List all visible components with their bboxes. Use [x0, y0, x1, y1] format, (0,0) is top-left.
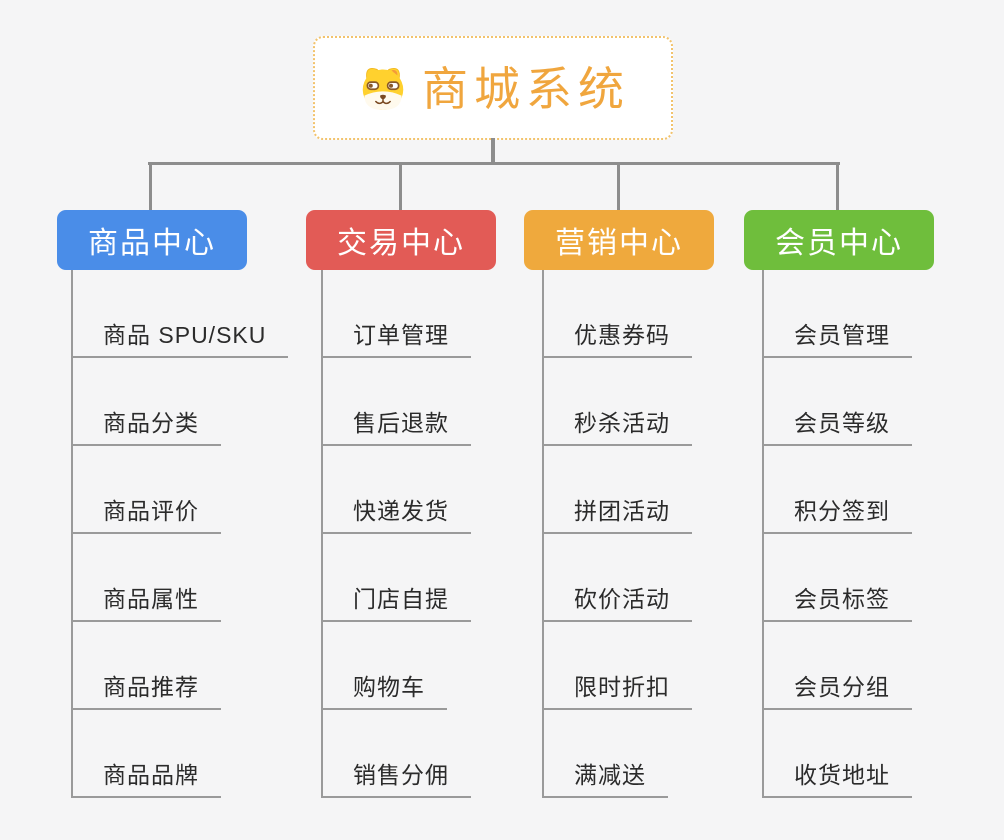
subtopic-item[interactable]: 会员标签 — [764, 534, 912, 622]
branch-node-trade-center[interactable]: 交易中心 — [306, 210, 496, 270]
branch-children-member-center: 会员管理 会员等级 积分签到 会员标签 会员分组 收货地址 — [762, 270, 912, 798]
root-title: 商城系统 — [422, 63, 630, 115]
connector-horizontal-rail — [148, 162, 840, 165]
subtopic-item[interactable]: 商品评价 — [73, 446, 221, 534]
subtopic-item[interactable]: 销售分佣 — [323, 710, 471, 798]
subtopic-item[interactable]: 收货地址 — [764, 710, 912, 798]
subtopic-item[interactable]: 商品推荐 — [73, 622, 221, 710]
connector-drop-member-center — [836, 164, 839, 210]
root-node[interactable]: 商城系统 — [313, 36, 673, 140]
branch-children-marketing-center: 优惠券码 秒杀活动 拼团活动 砍价活动 限时折扣 满减送 — [542, 270, 692, 798]
subtopic-item[interactable]: 满减送 — [544, 710, 668, 798]
connector-drop-marketing-center — [617, 164, 620, 210]
subtopic-item[interactable]: 快递发货 — [323, 446, 471, 534]
subtopic-item[interactable]: 商品属性 — [73, 534, 221, 622]
subtopic-item[interactable]: 购物车 — [323, 622, 447, 710]
subtopic-item[interactable]: 秒杀活动 — [544, 358, 692, 446]
subtopic-item[interactable]: 商品分类 — [73, 358, 221, 446]
subtopic-item[interactable]: 会员管理 — [764, 270, 912, 358]
subtopic-item[interactable]: 订单管理 — [323, 270, 471, 358]
connector-drop-product-center — [149, 164, 152, 210]
subtopic-item[interactable]: 砍价活动 — [544, 534, 692, 622]
subtopic-item[interactable]: 售后退款 — [323, 358, 471, 446]
subtopic-item[interactable]: 拼团活动 — [544, 446, 692, 534]
branch-node-marketing-center[interactable]: 营销中心 — [524, 210, 714, 270]
branch-children-product-center: 商品 SPU/SKU 商品分类 商品评价 商品属性 商品推荐 商品品牌 — [71, 270, 289, 798]
subtopic-item[interactable]: 积分签到 — [764, 446, 912, 534]
branch-node-product-center[interactable]: 商品中心 — [57, 210, 247, 270]
connector-drop-trade-center — [399, 164, 402, 210]
subtopic-item[interactable]: 商品 SPU/SKU — [73, 270, 289, 358]
subtopic-item[interactable]: 会员分组 — [764, 622, 912, 710]
dog-face-icon — [362, 68, 404, 110]
branch-children-trade-center: 订单管理 售后退款 快递发货 门店自提 购物车 销售分佣 — [321, 270, 471, 798]
subtopic-item[interactable]: 门店自提 — [323, 534, 471, 622]
branch-node-member-center[interactable]: 会员中心 — [744, 210, 934, 270]
subtopic-item[interactable]: 优惠券码 — [544, 270, 692, 358]
subtopic-item[interactable]: 限时折扣 — [544, 622, 692, 710]
connector-root-drop — [491, 138, 495, 164]
subtopic-item[interactable]: 会员等级 — [764, 358, 912, 446]
subtopic-item[interactable]: 商品品牌 — [73, 710, 221, 798]
